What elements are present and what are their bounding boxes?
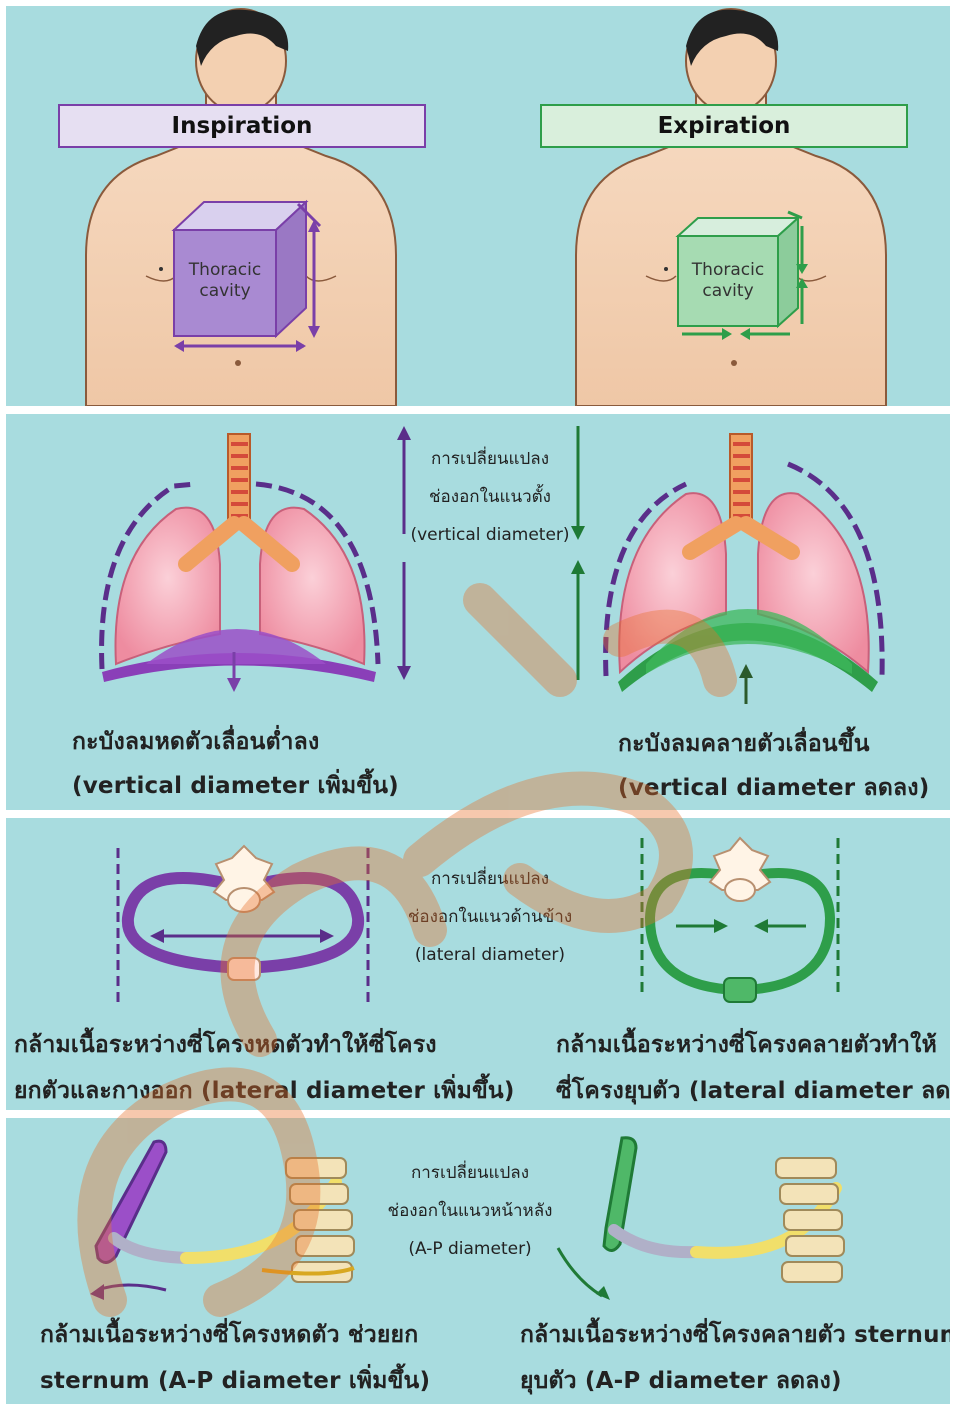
ap-mid-line3: (A-P diameter) <box>360 1230 580 1268</box>
sternum-relax-line1: กล้ามเนื้อระหว่างซี่โครงคลายตัว sternum <box>520 1312 950 1358</box>
sternum-contract-line2: sternum (A-P diameter เพิ่มขึ้น) <box>40 1358 430 1404</box>
ap-mid-line1: การเปลี่ยนแปลง <box>360 1154 580 1192</box>
rib-relax-line2: ซี่โครงยุบตัว (lateral diameter ลดลง) <box>556 1068 950 1110</box>
cavity-label-left-line2: cavity <box>174 281 276 302</box>
rib-contract-line2: ยกตัวและกางออก (lateral diameter เพิ่มขึ… <box>14 1068 515 1110</box>
inspiration-label: Inspiration <box>58 104 426 148</box>
cavity-label-right-line1: Thoracic <box>678 260 778 281</box>
vertical-mid-line3: (vertical diameter) <box>380 516 600 554</box>
sternum-relax-caption: กล้ามเนื้อระหว่างซี่โครงคลายตัว sternum … <box>520 1312 950 1404</box>
lateral-mid-label: การเปลี่ยนแปลง ช่องอกในแนวด้านข้าง (late… <box>380 860 600 974</box>
rib-relax-caption: กล้ามเนื้อระหว่างซี่โครงคลายตัวทำให้ ซี่… <box>556 1022 950 1110</box>
ap-mid-label: การเปลี่ยนแปลง ช่องอกในแนวหน้าหลัง (A-P … <box>360 1154 580 1268</box>
panel-vertical-diameter: การเปลี่ยนแปลง ช่องอกในแนวตั้ง (vertical… <box>6 414 950 810</box>
rib-contract-line1: กล้ามเนื้อระหว่างซี่โครงหดตัวทำให้ซี่โคร… <box>14 1022 515 1068</box>
rib-contract-caption: กล้ามเนื้อระหว่างซี่โครงหดตัวทำให้ซี่โคร… <box>14 1022 515 1110</box>
diaphragm-relax-caption: กะบังลมคลายตัวเลื่อนขึ้น (vertical diame… <box>618 722 929 810</box>
rib-cross-section-icon-left <box>118 846 368 1004</box>
sternum-contract-line1: กล้ามเนื้อระหว่างซี่โครงหดตัว ช่วยยก <box>40 1312 430 1358</box>
panel-ap-diameter: การเปลี่ยนแปลง ช่องอกในแนวหน้าหลัง (A-P … <box>6 1118 950 1404</box>
rib-cross-section-icon-right <box>642 838 838 1002</box>
cavity-label-left-line1: Thoracic <box>174 260 276 281</box>
diaphragm-contract-caption: กะบังลมหดตัวเลื่อนต่ำลง (vertical diamet… <box>72 720 399 808</box>
sternum-rib-icon-left <box>90 1141 354 1300</box>
sternum-rib-icon-right <box>558 1138 844 1300</box>
expiration-label: Expiration <box>540 104 908 148</box>
torso-icon-right <box>576 9 886 406</box>
vertical-mid-line1: การเปลี่ยนแปลง <box>380 440 600 478</box>
lateral-mid-line2: ช่องอกในแนวด้านข้าง <box>380 898 600 936</box>
lungs-icon-right <box>606 434 883 704</box>
vertical-mid-line2: ช่องอกในแนวตั้ง <box>380 478 600 516</box>
sternum-contract-caption: กล้ามเนื้อระหว่างซี่โครงหดตัว ช่วยยก ste… <box>40 1312 430 1404</box>
cavity-label-left: Thoracic cavity <box>174 260 276 302</box>
rib-relax-line1: กล้ามเนื้อระหว่างซี่โครงคลายตัวทำให้ <box>556 1022 950 1068</box>
lungs-icon-left <box>102 434 378 692</box>
diaphragm-relax-line1: กะบังลมคลายตัวเลื่อนขึ้น <box>618 722 929 766</box>
torso-illustrations <box>6 6 950 406</box>
cavity-label-right: Thoracic cavity <box>678 260 778 302</box>
diaphragm-relax-line2: (vertical diameter ลดลง) <box>618 766 929 810</box>
diaphragm-contract-line2: (vertical diameter เพิ่มขึ้น) <box>72 764 399 808</box>
panel-lateral-diameter: การเปลี่ยนแปลง ช่องอกในแนวด้านข้าง (late… <box>6 818 950 1110</box>
lateral-mid-line1: การเปลี่ยนแปลง <box>380 860 600 898</box>
vertical-mid-label: การเปลี่ยนแปลง ช่องอกในแนวตั้ง (vertical… <box>380 440 600 554</box>
lateral-mid-line3: (lateral diameter) <box>380 936 600 974</box>
sternum-relax-line2: ยุบตัว (A-P diameter ลดลง) <box>520 1358 950 1404</box>
panel-thoracic-cavity: Inspiration Expiration Thoracic cavity T… <box>6 6 950 406</box>
diaphragm-contract-line1: กะบังลมหดตัวเลื่อนต่ำลง <box>72 720 399 764</box>
cavity-label-right-line2: cavity <box>678 281 778 302</box>
ap-mid-line2: ช่องอกในแนวหน้าหลัง <box>360 1192 580 1230</box>
